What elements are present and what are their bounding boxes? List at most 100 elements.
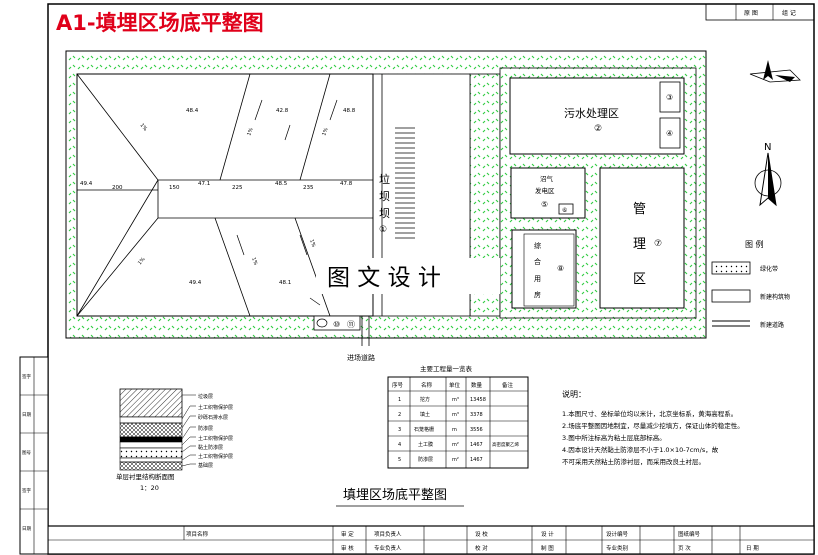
- slope-4: 1%: [137, 256, 147, 266]
- gas-small: ⑥: [562, 207, 567, 214]
- layer-7: 基础层: [198, 462, 213, 469]
- q-r4-c1: 防渗层: [418, 456, 433, 463]
- legend-item-1: 绿化带: [760, 265, 778, 273]
- title-block: 项目名称 审 定 项目负责人 设 校 设 计 设计编号 图纸编号 审 核 专业负…: [47, 525, 815, 555]
- north-arrow-top: [749, 60, 801, 83]
- mgmt-label-1: 管: [633, 202, 646, 217]
- project-label: 项目名称: [186, 530, 209, 538]
- chainage-2: 150: [169, 185, 180, 191]
- layer-0: 垃圾层: [198, 393, 213, 400]
- chainage-1: 200: [112, 185, 123, 191]
- elev-3: 48.8: [343, 108, 356, 114]
- flow-arrows: [236, 99, 338, 256]
- q-r4-c3: 1467: [470, 457, 483, 463]
- q-r1-c1: 填土: [420, 411, 430, 418]
- qh-0: 序号: [392, 381, 404, 389]
- q-r2-c0: 3: [398, 427, 401, 433]
- q-r3-c0: 4: [398, 442, 401, 448]
- layer-5: 黏土防渗层: [198, 444, 223, 451]
- pond-label: 污水处理区: [564, 107, 619, 120]
- gas-no: ⑤: [541, 200, 548, 209]
- north-arrow-icon: N: [754, 142, 782, 207]
- tb-r1-1: 项目负责人: [374, 530, 402, 538]
- slope-1: 1%: [138, 122, 148, 132]
- gate-mark-1: ⑩: [333, 320, 340, 329]
- tb-r2-6: 页 次: [678, 544, 691, 552]
- legend-title: 图 例: [745, 239, 764, 249]
- liner-title: 单层衬里结构断面图: [116, 472, 175, 481]
- gas-label-2: 发电区: [535, 186, 555, 195]
- notes-title: 说明：: [562, 389, 586, 399]
- sheet-title: A1-填埋区场底平整图: [56, 11, 264, 35]
- legend: 图 例 绿化带 新建构筑物 新建道路: [711, 239, 790, 329]
- layer-2: 砂砾石排水层: [198, 414, 228, 421]
- tb-r2-0: 审 核: [341, 544, 354, 552]
- pond-no: ②: [594, 124, 602, 134]
- dam-label-1: 垃: [379, 172, 390, 186]
- north-label: N: [764, 142, 771, 153]
- qh-2: 单位: [449, 381, 461, 389]
- q-r2-c2: m: [452, 427, 457, 433]
- mgmt-label-3: 区: [633, 272, 646, 287]
- stair-ticks: [395, 127, 415, 239]
- elev-7: 47.8: [340, 181, 353, 187]
- q-r3-c1: 土工膜: [418, 441, 433, 448]
- strip-5: 日期: [22, 526, 31, 532]
- elev-1: 48.4: [186, 108, 199, 114]
- q-r3-c4: 高密度聚乙烯: [492, 441, 519, 448]
- liner-section: 垃圾层 土工织物保护层 砂砾石排水层 防渗层 土工织物保护层 黏土防渗层 土工织…: [116, 388, 233, 492]
- tb-r1-0: 审 定: [341, 530, 354, 538]
- mgmt-no: ⑦: [654, 239, 662, 249]
- q-r2-c1: 石笼格栅: [414, 426, 434, 433]
- elev-5: 47.1: [198, 181, 210, 187]
- qh-4: 备注: [502, 381, 514, 389]
- note-3: 3.图中所注标高为粘土层底部标高。: [562, 433, 666, 442]
- gas-label-1: 沼气: [540, 174, 554, 183]
- entry-road: 进场道路: [347, 353, 375, 362]
- tb-r2-4: 专业类别: [606, 544, 628, 552]
- q-r0-c2: m³: [452, 397, 459, 403]
- q-r0-c0: 1: [398, 397, 401, 403]
- strip-4: 签字: [22, 487, 31, 494]
- layer-4: 土工织物保护层: [198, 435, 233, 442]
- q-r1-c3: 3378: [470, 412, 483, 418]
- service-3: 用: [534, 275, 541, 283]
- slope-3: 1%: [321, 127, 329, 137]
- tb-r1-3: 设 计: [541, 530, 554, 538]
- note-4: 4.因本设计天然黏土防渗层不小于1.0×10-7cm/s，故: [562, 445, 719, 454]
- mgmt-label-2: 理: [633, 237, 646, 252]
- legend-item-3: 新建道路: [760, 321, 784, 329]
- qh-1: 名称: [421, 381, 433, 389]
- slope-6: 1%: [308, 239, 316, 249]
- tb-r1-4: 设计编号: [606, 530, 629, 538]
- tb-r2-2: 校 对: [475, 544, 488, 552]
- q-r0-c3: 13458: [470, 397, 486, 403]
- tb-r1-2: 设 校: [475, 530, 488, 538]
- pond-small-1: ③: [666, 93, 673, 102]
- q-r4-c2: m²: [452, 457, 459, 463]
- elev-8: 49.4: [189, 280, 202, 286]
- q-r4-c0: 5: [398, 457, 401, 463]
- slope-5: 1%: [250, 257, 258, 267]
- note-5: 不可采用天然粘土防渗衬层，而采用改良土衬层。: [562, 457, 705, 466]
- q-r1-c0: 2: [398, 412, 401, 418]
- note-1: 1.本图尺寸、坐标单位均以米计，北京坐标系，黄海高程系。: [562, 409, 737, 418]
- elev-9: 48.1: [279, 280, 291, 286]
- left-strip: 签字 日期 图号 签字 日期: [19, 356, 49, 555]
- chainage-4: 235: [303, 185, 314, 191]
- layer-1: 土工织物保护层: [198, 404, 233, 411]
- notes: 说明： 1.本图尺寸、坐标单位均以米计，北京坐标系，黄海高程系。 2.场底平整图…: [562, 389, 744, 466]
- dam-no: ①: [379, 225, 387, 235]
- q-r2-c3: 3556: [470, 427, 483, 433]
- slope-2: 1%: [246, 127, 254, 137]
- note-2: 2.场底平整图因地制宜，尽量减少挖填方，保证山体的稳定性。: [562, 421, 744, 430]
- drawing-caption: 填埋区场底平整图: [343, 487, 447, 503]
- q-r3-c3: 1467: [470, 442, 483, 448]
- dam-label-2: 坝: [379, 189, 390, 203]
- service-2: 合: [534, 257, 541, 266]
- tb-r2-3: 制 图: [541, 544, 554, 552]
- stamp-cell-1: 原 图: [744, 10, 758, 17]
- quantities-table: 主要工程量一览表 序号 名称 单位 数量 备注 1 挖方 m³ 13458 2 …: [387, 364, 529, 469]
- stamp-cell-2: 组 记: [782, 9, 796, 17]
